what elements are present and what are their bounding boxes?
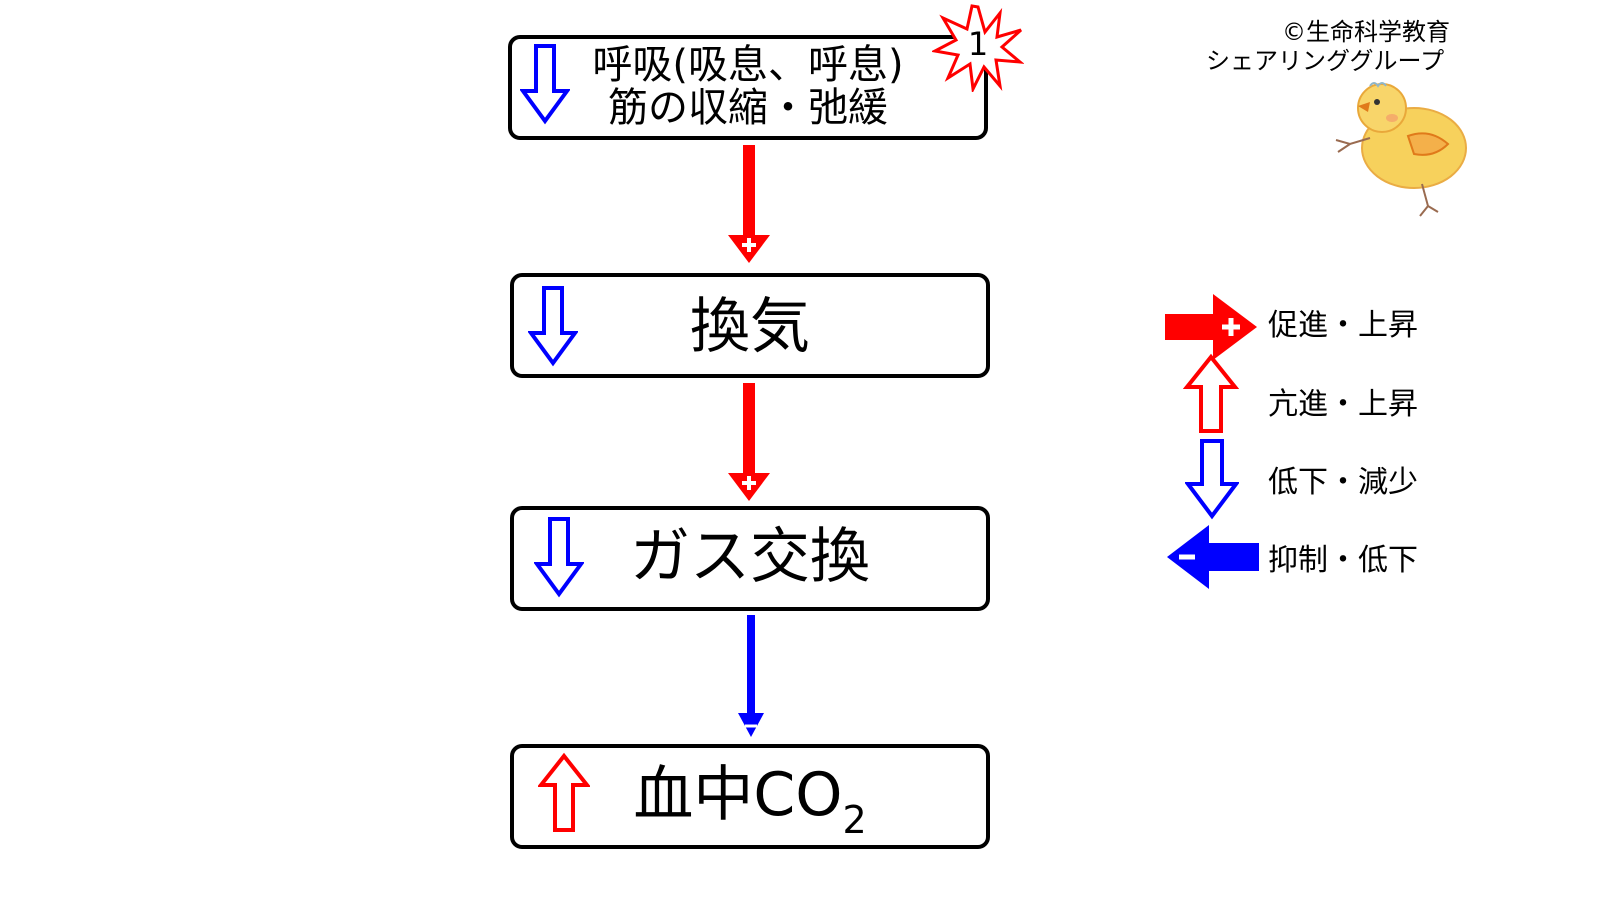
node-blood-co2 [510,744,990,849]
node-gas-exchange-label: ガス交換 [630,522,870,592]
node-respiration-line2: 筋の収縮・弛緩 [608,85,888,131]
legend-down-arrow-icon [1185,438,1239,520]
legend-inhibit-arrow-icon [1165,523,1265,593]
down-arrow-icon [534,516,584,598]
promote-arrow-link-1 [724,145,774,267]
legend-up-arrow-icon [1183,353,1239,435]
node-respiration-line1: 呼吸(吸息、呼息) [592,42,904,88]
legend-label-hyperactive: 亢進・上昇 [1268,387,1418,422]
node-gas-exchange [510,506,990,611]
up-arrow-icon [538,752,590,834]
node-blood-co2-main: 血中CO [633,760,843,830]
credit-line-1: ©生命科学教育 [1282,18,1450,46]
node-ventilation-label: 換気 [690,292,810,362]
down-arrow-icon [520,43,570,125]
promote-arrow-link-2 [724,383,774,505]
badge-number: 1 [967,25,989,63]
node-respiration [508,35,988,140]
credit-line-2: シェアリンググループ [1206,47,1445,75]
node-blood-co2-subscript: 2 [842,798,867,842]
chick-mascot-icon [1330,78,1475,220]
node-ventilation [510,273,990,378]
legend-promote-arrow-icon [1165,292,1265,362]
badge-starburst-icon [932,4,1024,92]
legend-label-decrease: 低下・減少 [1268,465,1418,500]
legend-label-inhibit: 抑制・低下 [1268,543,1418,578]
inhibit-arrow-link-3 [728,615,774,740]
node-blood-co2-label: 血中CO2 [600,765,900,839]
down-arrow-icon [528,285,578,367]
legend-label-promote: 促進・上昇 [1268,308,1418,343]
